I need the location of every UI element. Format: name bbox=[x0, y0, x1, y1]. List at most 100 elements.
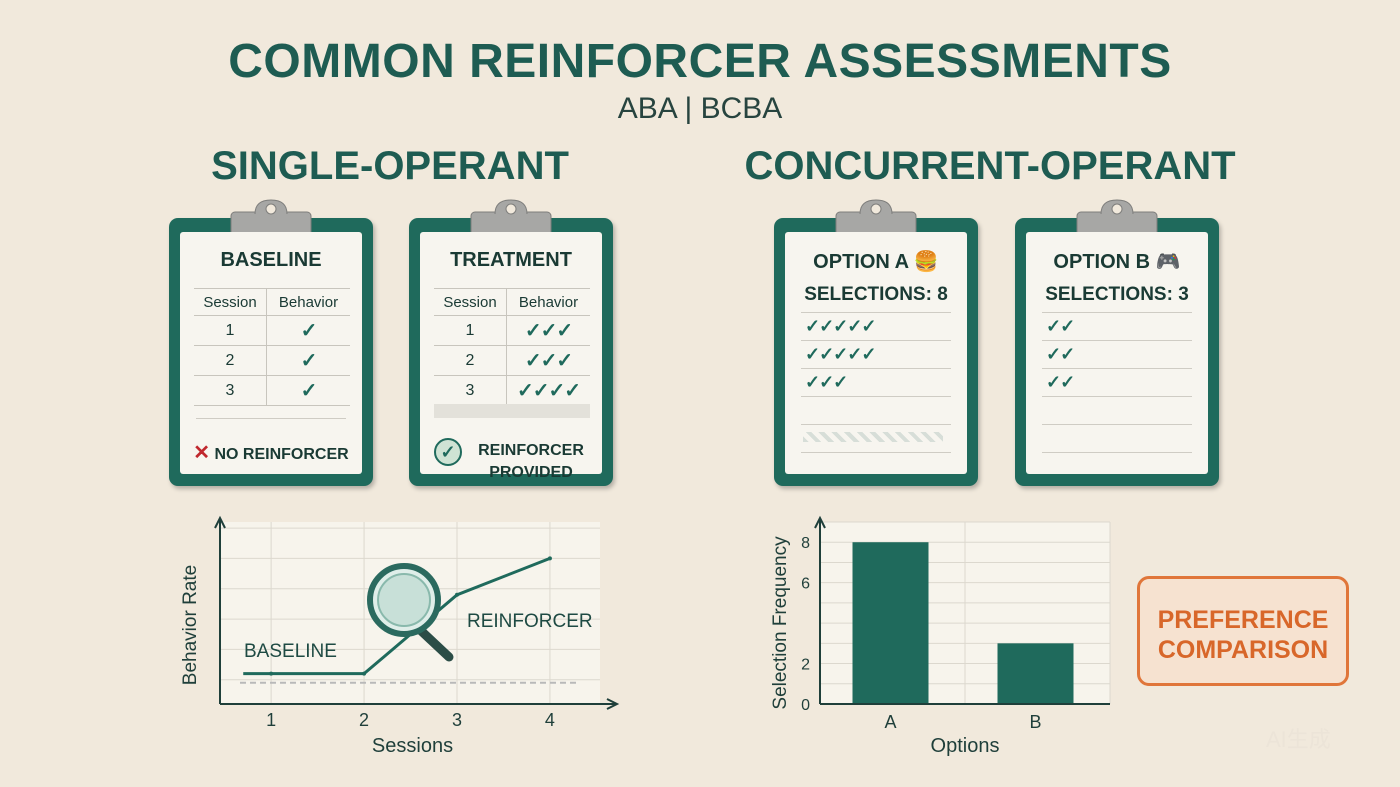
y-tick-label: 0 bbox=[801, 697, 810, 714]
table-header-session: Session bbox=[434, 288, 507, 316]
check-circle-icon: ✓ bbox=[434, 438, 462, 466]
table-row: 1 ✓ bbox=[194, 315, 350, 346]
data-point bbox=[547, 556, 552, 561]
table-cell-session: 1 bbox=[194, 315, 267, 346]
table-row: 2 ✓✓✓ bbox=[434, 345, 590, 376]
clipboard-clasp-icon bbox=[835, 199, 917, 238]
baseline-title: BASELINE bbox=[220, 249, 322, 271]
treatment-note: REINFORCER PROVIDED bbox=[456, 440, 606, 484]
treatment-note-line2: PROVIDED bbox=[489, 464, 573, 481]
y-axis-label: Selection Frequency bbox=[770, 536, 791, 710]
check-icon: ✓✓✓ bbox=[506, 315, 590, 346]
data-point bbox=[269, 671, 274, 676]
clipboard-clasp-icon bbox=[470, 199, 552, 238]
table-cell-session: 3 bbox=[434, 375, 507, 406]
table-row: 2 ✓ bbox=[194, 345, 350, 376]
table-header-behavior: Behavior bbox=[506, 288, 590, 316]
bar bbox=[852, 542, 929, 704]
check-icon: ✓ bbox=[266, 375, 350, 406]
x-axis-label: Options bbox=[931, 735, 1000, 757]
x-axis-arrow bbox=[606, 698, 620, 710]
table-cell-session: 2 bbox=[194, 345, 267, 376]
divider bbox=[196, 418, 346, 419]
baseline-clipboard: BASELINE Session Behavior 1 ✓ 2 ✓ 3 ✓ ✕ … bbox=[169, 199, 373, 486]
option-b-label: OPTION B bbox=[1053, 251, 1151, 273]
check-icon: ✓ bbox=[266, 315, 350, 346]
treatment-paper: TREATMENT Session Behavior 1 ✓✓✓ 2 ✓✓✓ 3… bbox=[420, 232, 602, 481]
x-tick-label: 4 bbox=[545, 710, 555, 730]
divider bbox=[1042, 452, 1192, 453]
divider bbox=[801, 312, 951, 313]
data-point bbox=[455, 592, 459, 597]
baseline-note-text: NO REINFORCER bbox=[214, 446, 349, 463]
divider bbox=[801, 452, 951, 453]
treatment-clipboard: TREATMENT Session Behavior 1 ✓✓✓ 2 ✓✓✓ 3… bbox=[409, 199, 613, 486]
section-title-concurrent: CONCURRENT-OPERANT bbox=[744, 144, 1236, 188]
watermark: AI生成 bbox=[1266, 727, 1331, 752]
divider bbox=[1042, 312, 1192, 313]
option-a-clipboard: OPTION A 🍔 SELECTIONS: 8 ✓✓✓✓✓ ✓✓✓✓✓ ✓✓✓ bbox=[774, 199, 978, 486]
y-axis-arrow bbox=[814, 515, 826, 529]
x-tick-label: 3 bbox=[452, 710, 462, 730]
burger-icon: 🍔 bbox=[913, 251, 939, 273]
option-a-paper: OPTION A 🍔 SELECTIONS: 8 ✓✓✓✓✓ ✓✓✓✓✓ ✓✓✓ bbox=[785, 232, 967, 474]
preference-comparison-callout: PREFERENCE COMPARISON bbox=[1137, 576, 1349, 686]
divider bbox=[801, 340, 951, 341]
check-row: ✓✓✓✓✓ bbox=[805, 316, 876, 336]
y-axis-arrow bbox=[214, 515, 226, 529]
check-row: ✓✓ bbox=[1046, 372, 1075, 392]
check-icon: ✓ bbox=[266, 345, 350, 376]
table-row: 1 ✓✓✓ bbox=[434, 315, 590, 346]
option-b-clipboard: OPTION B 🎮 SELECTIONS: 3 ✓✓ ✓✓ ✓✓ bbox=[1015, 199, 1219, 486]
table-header-behavior: Behavior bbox=[266, 288, 350, 316]
baseline-table: Session Behavior 1 ✓ 2 ✓ 3 ✓ bbox=[194, 288, 350, 406]
bar bbox=[997, 643, 1074, 704]
y-tick-label: 8 bbox=[801, 535, 810, 552]
section-title-single: SINGLE-OPERANT bbox=[211, 144, 569, 188]
clipboard-clasp-icon bbox=[1076, 199, 1158, 238]
divider bbox=[801, 424, 951, 425]
check-row: ✓✓ bbox=[1046, 316, 1075, 336]
page-subtitle: ABA | BCBA bbox=[617, 92, 783, 125]
option-a-selections: SELECTIONS: 8 bbox=[804, 284, 948, 305]
baseline-note: ✕ NO REINFORCER bbox=[180, 440, 362, 465]
blurred-scribble bbox=[803, 432, 943, 442]
y-axis-label: Behavior Rate bbox=[180, 565, 201, 685]
divider bbox=[1042, 340, 1192, 341]
divider bbox=[1042, 396, 1192, 397]
check-row: ✓✓✓ bbox=[805, 372, 848, 392]
table-row: 3 ✓ bbox=[194, 375, 350, 406]
magnifier-icon bbox=[367, 563, 454, 662]
x-tick-label: A bbox=[884, 712, 896, 732]
y-tick-label: 6 bbox=[801, 576, 810, 593]
table-shading bbox=[434, 404, 590, 418]
table-header-session: Session bbox=[194, 288, 267, 316]
x-mark-icon: ✕ bbox=[193, 442, 211, 464]
x-tick-label: B bbox=[1029, 712, 1041, 732]
treatment-title: TREATMENT bbox=[450, 249, 572, 271]
table-cell-session: 2 bbox=[434, 345, 507, 376]
annotation-baseline: BASELINE bbox=[244, 641, 337, 662]
divider bbox=[1042, 368, 1192, 369]
option-a-label: OPTION A bbox=[813, 251, 909, 273]
option-b-paper: OPTION B 🎮 SELECTIONS: 3 ✓✓ ✓✓ ✓✓ bbox=[1026, 232, 1208, 474]
x-axis-label: Sessions bbox=[372, 735, 453, 757]
page-title: COMMON REINFORCER ASSESSMENTS bbox=[228, 35, 1172, 88]
check-icon: ✓✓✓✓ bbox=[506, 375, 590, 406]
option-a-title: OPTION A 🍔 bbox=[785, 249, 967, 274]
data-point bbox=[362, 671, 367, 676]
baseline-paper: BASELINE Session Behavior 1 ✓ 2 ✓ 3 ✓ ✕ … bbox=[180, 232, 362, 474]
table-cell-session: 1 bbox=[434, 315, 507, 346]
check-row: ✓✓✓✓✓ bbox=[805, 344, 876, 364]
x-tick-label: 1 bbox=[266, 710, 276, 730]
clipboard-clasp-icon bbox=[230, 199, 312, 238]
x-tick-label: 2 bbox=[359, 710, 369, 730]
option-b-title: OPTION B 🎮 bbox=[1026, 249, 1208, 274]
treatment-note-line1: REINFORCER bbox=[478, 442, 584, 459]
table-row: 3 ✓✓✓✓ bbox=[434, 375, 590, 406]
callout-line1: PREFERENCE bbox=[1157, 606, 1329, 634]
check-row: ✓✓ bbox=[1046, 344, 1075, 364]
table-cell-session: 3 bbox=[194, 375, 267, 406]
